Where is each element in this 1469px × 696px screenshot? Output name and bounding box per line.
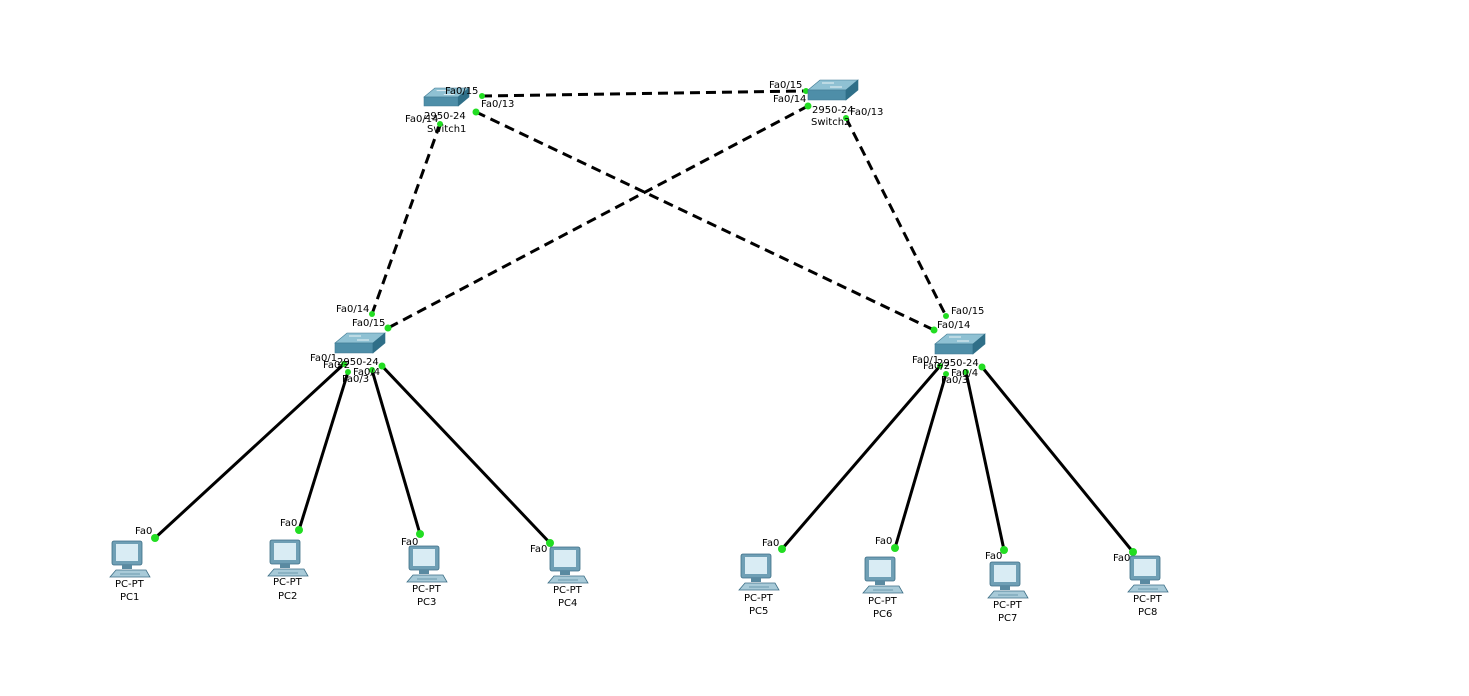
switch-sw3[interactable]: 2950-24 (334, 332, 386, 368)
link-sw3-pc3[interactable] (370, 369, 422, 535)
port-label: Fa0/14 (937, 320, 970, 331)
link-sw4-pc7[interactable] (964, 371, 1006, 551)
switch-sw4[interactable]: 2950-24 (934, 333, 986, 369)
pc-port-label: Fa0 (985, 551, 1002, 562)
pc-name-label: PC5 (749, 606, 768, 617)
pc-type-label: PC-PT (273, 577, 303, 588)
pc-pc2[interactable]: Fa0 PC-PT PC2 (267, 518, 309, 602)
switch-model-label: 2950-24 (424, 111, 466, 122)
link-sw1-sw2[interactable] (481, 89, 807, 98)
port-label: Fa0/1 (912, 355, 939, 366)
pc-port-label: Fa0 (530, 544, 547, 555)
pc-pc7[interactable]: Fa0 PC-PT PC7 (985, 551, 1029, 624)
link-sw4-pc8[interactable] (980, 366, 1135, 553)
pc-icon (406, 545, 448, 583)
pc-pc6[interactable]: Fa0 PC-PT PC6 (862, 536, 904, 620)
pc-type-label: PC-PT (553, 585, 583, 596)
port-label: Fa0/15 (769, 80, 802, 91)
pc-pc5[interactable]: Fa0 PC-PT PC5 (738, 538, 780, 617)
switch-icon (807, 79, 859, 101)
port-label: Fa0/15 (352, 318, 385, 329)
link-sw3-pc4[interactable] (380, 364, 552, 545)
trunk-links (370, 89, 948, 332)
pc-icon (987, 561, 1029, 599)
pc-name-label: PC3 (417, 597, 436, 608)
port-label: Fa0/14 (773, 94, 806, 105)
port-label: Fa0/4 (353, 367, 380, 378)
port-label: Fa0/15 (951, 306, 984, 317)
pc-port-label: Fa0 (135, 526, 152, 537)
pc-icon (267, 539, 309, 577)
switch-model-label: 2950-24 (337, 357, 379, 368)
pc-icon (862, 556, 904, 594)
pc-port-label: Fa0 (1113, 553, 1130, 564)
link-sw3-pc2[interactable] (297, 371, 350, 531)
link-sw4-pc5[interactable] (780, 365, 942, 550)
link-sw2-sw4[interactable] (844, 117, 948, 317)
pc-port-label: Fa0 (875, 536, 892, 547)
link-sw2-sw3[interactable] (387, 104, 809, 330)
pc-icon (738, 553, 780, 591)
switch-name-label: Switch2 (811, 117, 850, 128)
pc-pc3[interactable]: Fa0 PC-PT PC3 (401, 537, 448, 608)
port-label: Fa0/4 (951, 368, 978, 379)
pc-name-label: PC8 (1138, 607, 1157, 618)
switch-model-label: 2950-24 (812, 105, 854, 116)
pc-name-label: PC4 (558, 598, 577, 609)
pc-name-label: PC2 (278, 591, 297, 602)
pc-port-label: Fa0 (762, 538, 779, 549)
pc-type-label: PC-PT (868, 596, 898, 607)
port-label: Fa0/1 (310, 353, 337, 364)
pc-type-label: PC-PT (744, 593, 774, 604)
pc-name-label: PC7 (998, 613, 1017, 624)
port-label: Fa0/2 (323, 360, 350, 371)
pc-pc1[interactable]: Fa0 PC-PT PC1 (109, 526, 152, 603)
pc-type-label: PC-PT (115, 579, 145, 590)
link-sw4-pc6[interactable] (893, 373, 948, 549)
pc-port-label: Fa0 (401, 537, 418, 548)
port-label: Fa0/14 (405, 114, 438, 125)
pc-icon (1127, 555, 1169, 593)
port-label: Fa0/3 (941, 375, 968, 386)
port-label: Fa0/13 (481, 99, 514, 110)
pc-name-label: PC1 (120, 592, 139, 603)
port-label: Fa0/15 (445, 86, 478, 97)
port-lights (151, 88, 1137, 556)
switch-model-label: 2950-24 (937, 358, 979, 369)
pc-icon (547, 546, 589, 584)
switch-icon (334, 332, 386, 354)
port-label: Fa0/3 (342, 374, 369, 385)
port-label: Fa0/14 (336, 304, 369, 315)
switch-sw2[interactable]: 2950-24 Switch2 (807, 79, 859, 128)
pc-pc4[interactable]: Fa0 PC-PT PC4 (530, 544, 589, 609)
link-sw1-sw4[interactable] (475, 110, 935, 332)
switch-name-label: Switch1 (427, 124, 466, 135)
port-label: Fa0/13 (850, 107, 883, 118)
switch-sw1[interactable]: 2950-24 Switch1 (423, 87, 470, 135)
pc-port-label: Fa0 (280, 518, 297, 529)
access-links (153, 362, 1135, 553)
pc-icon (109, 540, 151, 578)
switch-icon (934, 333, 986, 355)
link-sw3-pc1[interactable] (153, 362, 346, 540)
pc-pc8[interactable]: Fa0 PC-PT PC8 (1113, 553, 1169, 618)
pc-type-label: PC-PT (1133, 594, 1163, 605)
port-labels: Fa0/15 Fa0/13 Fa0/14 Fa0/15 Fa0/14 Fa0/1… (310, 80, 984, 386)
pc-type-label: PC-PT (993, 600, 1023, 611)
pc-type-label: PC-PT (412, 584, 442, 595)
link-sw1-sw3[interactable] (370, 123, 442, 315)
port-label: Fa0/2 (923, 361, 950, 372)
pc-name-label: PC6 (873, 609, 892, 620)
